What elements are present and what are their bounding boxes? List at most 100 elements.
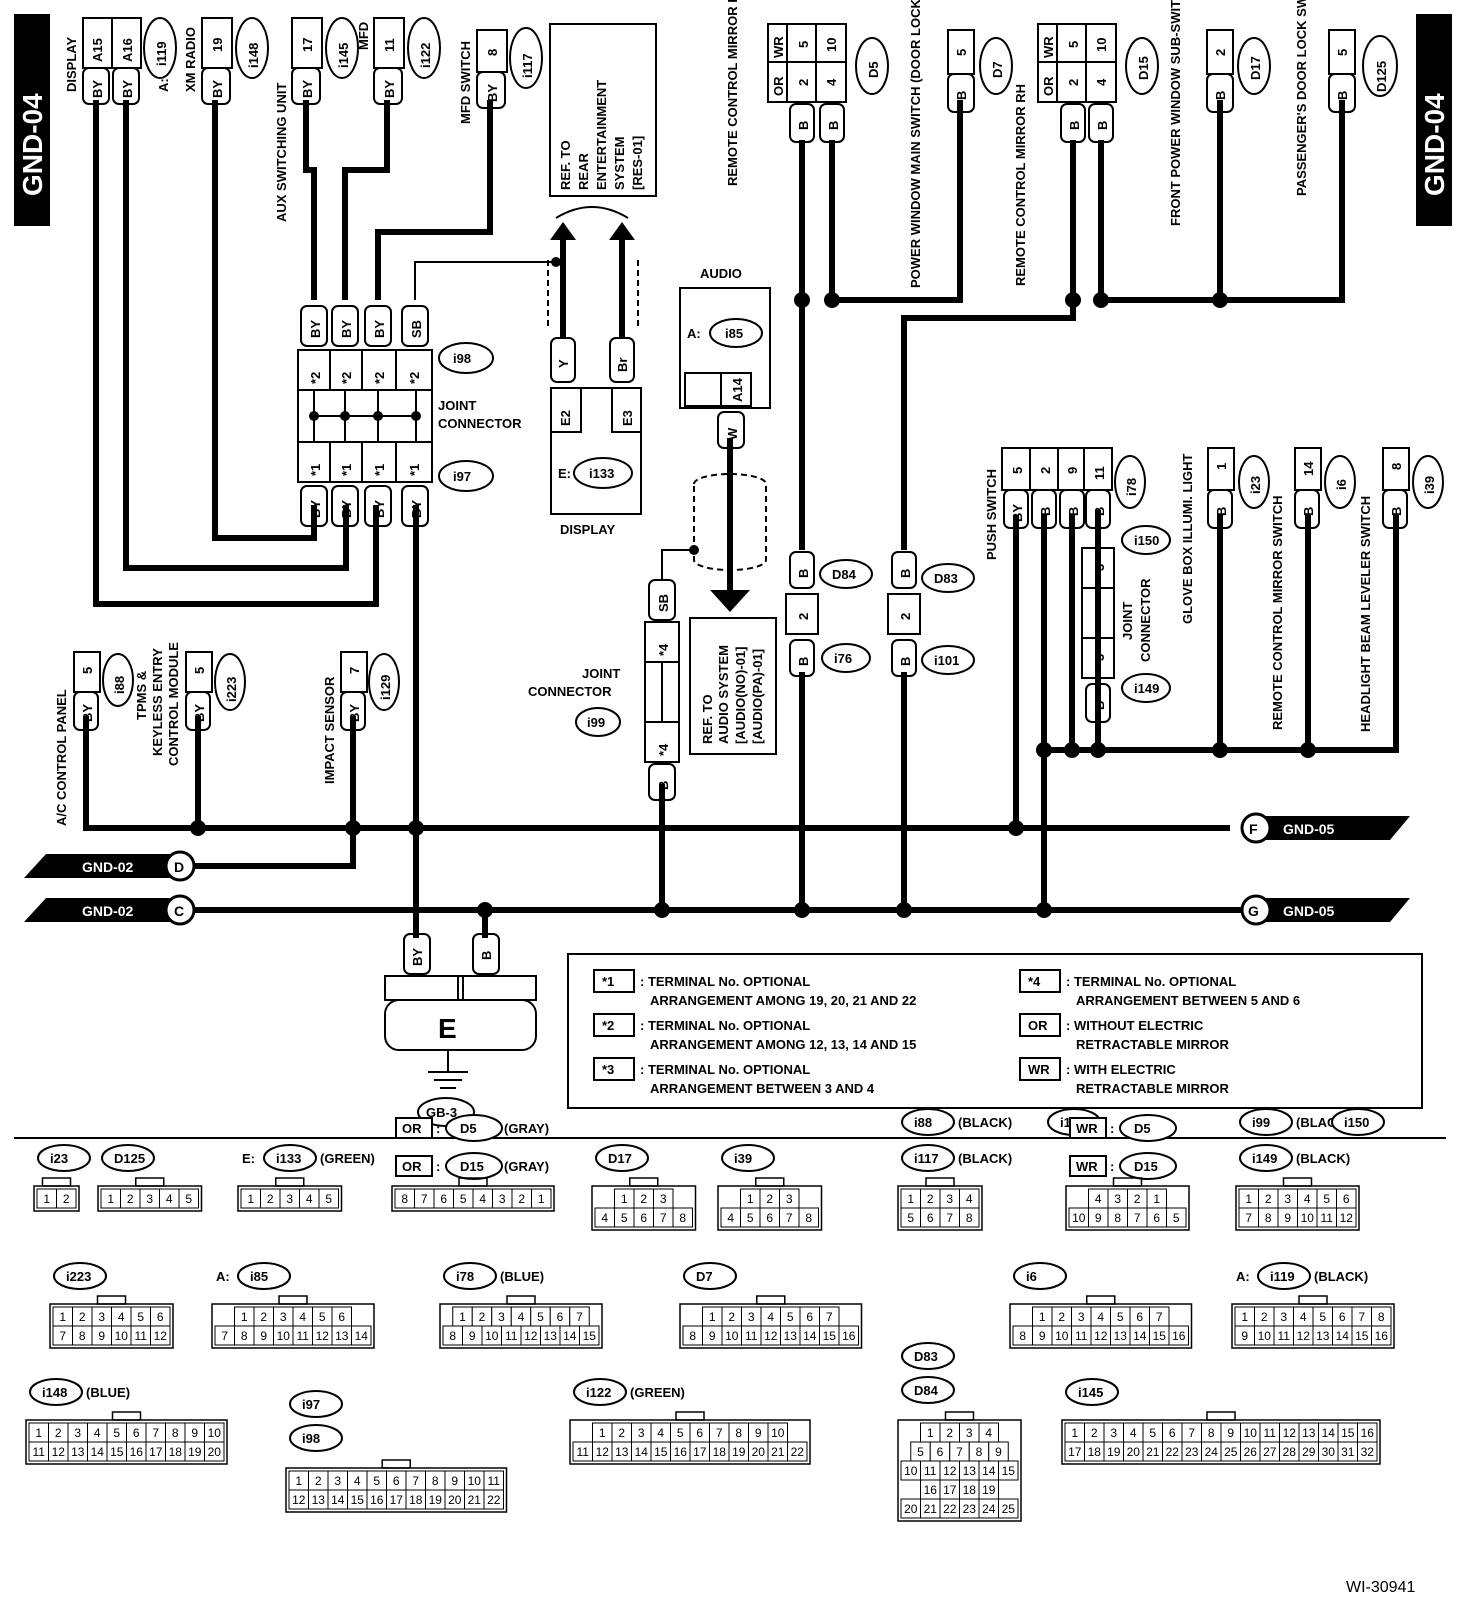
pin-number: 6: [640, 1211, 647, 1225]
legend-key: *1: [602, 974, 614, 989]
svg-text:A15: A15: [90, 38, 105, 62]
pin-number: 21: [1146, 1445, 1160, 1459]
pin-number: 5: [137, 1310, 144, 1324]
pin-number: 4: [1304, 1192, 1311, 1206]
pin-number: 1: [621, 1192, 628, 1206]
svg-text:BY: BY: [372, 320, 387, 338]
pin-number: 3: [1078, 1310, 1085, 1324]
pin-number: 10: [485, 1329, 499, 1343]
svg-text:BY: BY: [300, 80, 315, 98]
legend-text: RETRACTABLE MIRROR: [1076, 1081, 1229, 1096]
pin-number: 5: [621, 1211, 628, 1225]
pin-number: 5: [185, 1192, 192, 1206]
connector-label: i98: [302, 1431, 320, 1446]
pin-number: 14: [355, 1329, 369, 1343]
pin-number: 13: [71, 1445, 85, 1459]
pin-number: 10: [1301, 1211, 1315, 1225]
svg-text:BY: BY: [120, 80, 135, 98]
svg-text:i149: i149: [1134, 681, 1159, 696]
pin-number: 14: [635, 1445, 649, 1459]
svg-text:WR: WR: [771, 36, 786, 58]
offpage-gnd02-C[interactable]: C GND-02: [24, 894, 196, 926]
pin-number: 18: [713, 1445, 727, 1459]
remote-mirror-lh-D5: WR OR 5 10 2 4 B B REMOTE CONTROL MIRROR…: [725, 0, 889, 186]
pin-number: 10: [115, 1329, 129, 1343]
pin-number: 6: [1153, 1211, 1160, 1225]
pin-number: 4: [354, 1474, 361, 1488]
svg-text:8: 8: [485, 49, 500, 56]
svg-text:*1: *1: [407, 464, 422, 476]
legend-text: : TERMINAL No. OPTIONAL: [640, 974, 810, 989]
connector-color: (GREEN): [630, 1385, 685, 1400]
svg-text:Y: Y: [556, 359, 571, 368]
pin-number: 2: [1265, 1192, 1272, 1206]
pin-number: 15: [1153, 1329, 1167, 1343]
legend-text: ARRANGEMENT BETWEEN 5 AND 6: [1076, 993, 1300, 1008]
pin-number: 20: [904, 1502, 918, 1516]
offpage-gnd05-F[interactable]: F GND-05: [1240, 812, 1410, 844]
connector-label: i149: [1252, 1151, 1277, 1166]
pin-number: 13: [963, 1464, 977, 1478]
pin-number: 12: [524, 1329, 538, 1343]
pin-number: 13: [312, 1493, 326, 1507]
pin-number: 3: [946, 1192, 953, 1206]
svg-text:D125: D125: [1374, 61, 1389, 92]
pin-number: 5: [917, 1445, 924, 1459]
pin-number: 24: [982, 1502, 996, 1516]
pin-number: 18: [963, 1483, 977, 1497]
offpage-gnd05-G[interactable]: G GND-05: [1240, 894, 1410, 926]
connector-label: i145: [1078, 1385, 1103, 1400]
svg-text:5: 5: [80, 667, 95, 674]
pin-number: 5: [1323, 1192, 1330, 1206]
svg-text:*3: *3: [1092, 564, 1107, 576]
pin-number: 19: [732, 1445, 746, 1459]
svg-text:i119: i119: [154, 41, 169, 66]
svg-text:9: 9: [1065, 467, 1080, 474]
pin-number: 4: [767, 1310, 774, 1324]
pin-number: 23: [1185, 1445, 1199, 1459]
connector-prefix: E:: [242, 1151, 255, 1166]
offpage-gnd02-D[interactable]: D GND-02: [24, 850, 196, 882]
svg-text:17: 17: [300, 38, 315, 52]
pin-number: 3: [1110, 1426, 1117, 1440]
pin-number: 15: [654, 1445, 668, 1459]
pin-number: 10: [1055, 1329, 1069, 1343]
svg-text:GND-05: GND-05: [1283, 903, 1335, 919]
pin-number: 5: [747, 1211, 754, 1225]
svg-text:5: 5: [192, 667, 207, 674]
connector-color: (BLACK): [958, 1115, 1012, 1130]
pin-number: 9: [1227, 1426, 1234, 1440]
pin-number: 11: [33, 1445, 46, 1459]
pin-number: 14: [563, 1329, 577, 1343]
pin-number: 7: [576, 1310, 583, 1324]
legend-key: WR: [1028, 1062, 1050, 1077]
svg-text:14: 14: [1301, 461, 1316, 476]
svg-text:i145: i145: [336, 43, 351, 68]
svg-text:ENTERTAINMENT: ENTERTAINMENT: [594, 80, 609, 190]
svg-text:GND-02: GND-02: [82, 859, 134, 875]
pin-number: 7: [826, 1310, 833, 1324]
pin-number: 24: [1205, 1445, 1219, 1459]
pin-number: 12: [1340, 1211, 1354, 1225]
svg-text:IMPACT SENSOR: IMPACT SENSOR: [322, 676, 337, 784]
pin-number: 7: [412, 1474, 419, 1488]
svg-text:FRONT POWER WINDOW SUB-SWITCH: FRONT POWER WINDOW SUB-SWITCH: [1168, 0, 1183, 226]
svg-text:REMOTE CONTROL MIRROR SWITCH: REMOTE CONTROL MIRROR SWITCH: [1270, 496, 1285, 730]
pin-number: 16: [842, 1329, 856, 1343]
pin-number: 2: [640, 1192, 647, 1206]
pin-number: 8: [432, 1474, 439, 1488]
joint-connector-i99: SB *4 *4 B JOINT CONNECTOR i99: [528, 579, 680, 801]
svg-text:2: 2: [1038, 467, 1053, 474]
ref-rear-entertainment[interactable]: REF. TO REAR ENTERTAINMENT SYSTEM [RES-0…: [547, 23, 657, 330]
pin-number: 2: [267, 1192, 274, 1206]
splice-points: [190, 257, 1316, 918]
pin-number: 16: [924, 1483, 938, 1497]
connector-label: i223: [66, 1269, 91, 1284]
pin-number: 4: [94, 1426, 101, 1440]
pin-number: 5: [319, 1310, 326, 1324]
